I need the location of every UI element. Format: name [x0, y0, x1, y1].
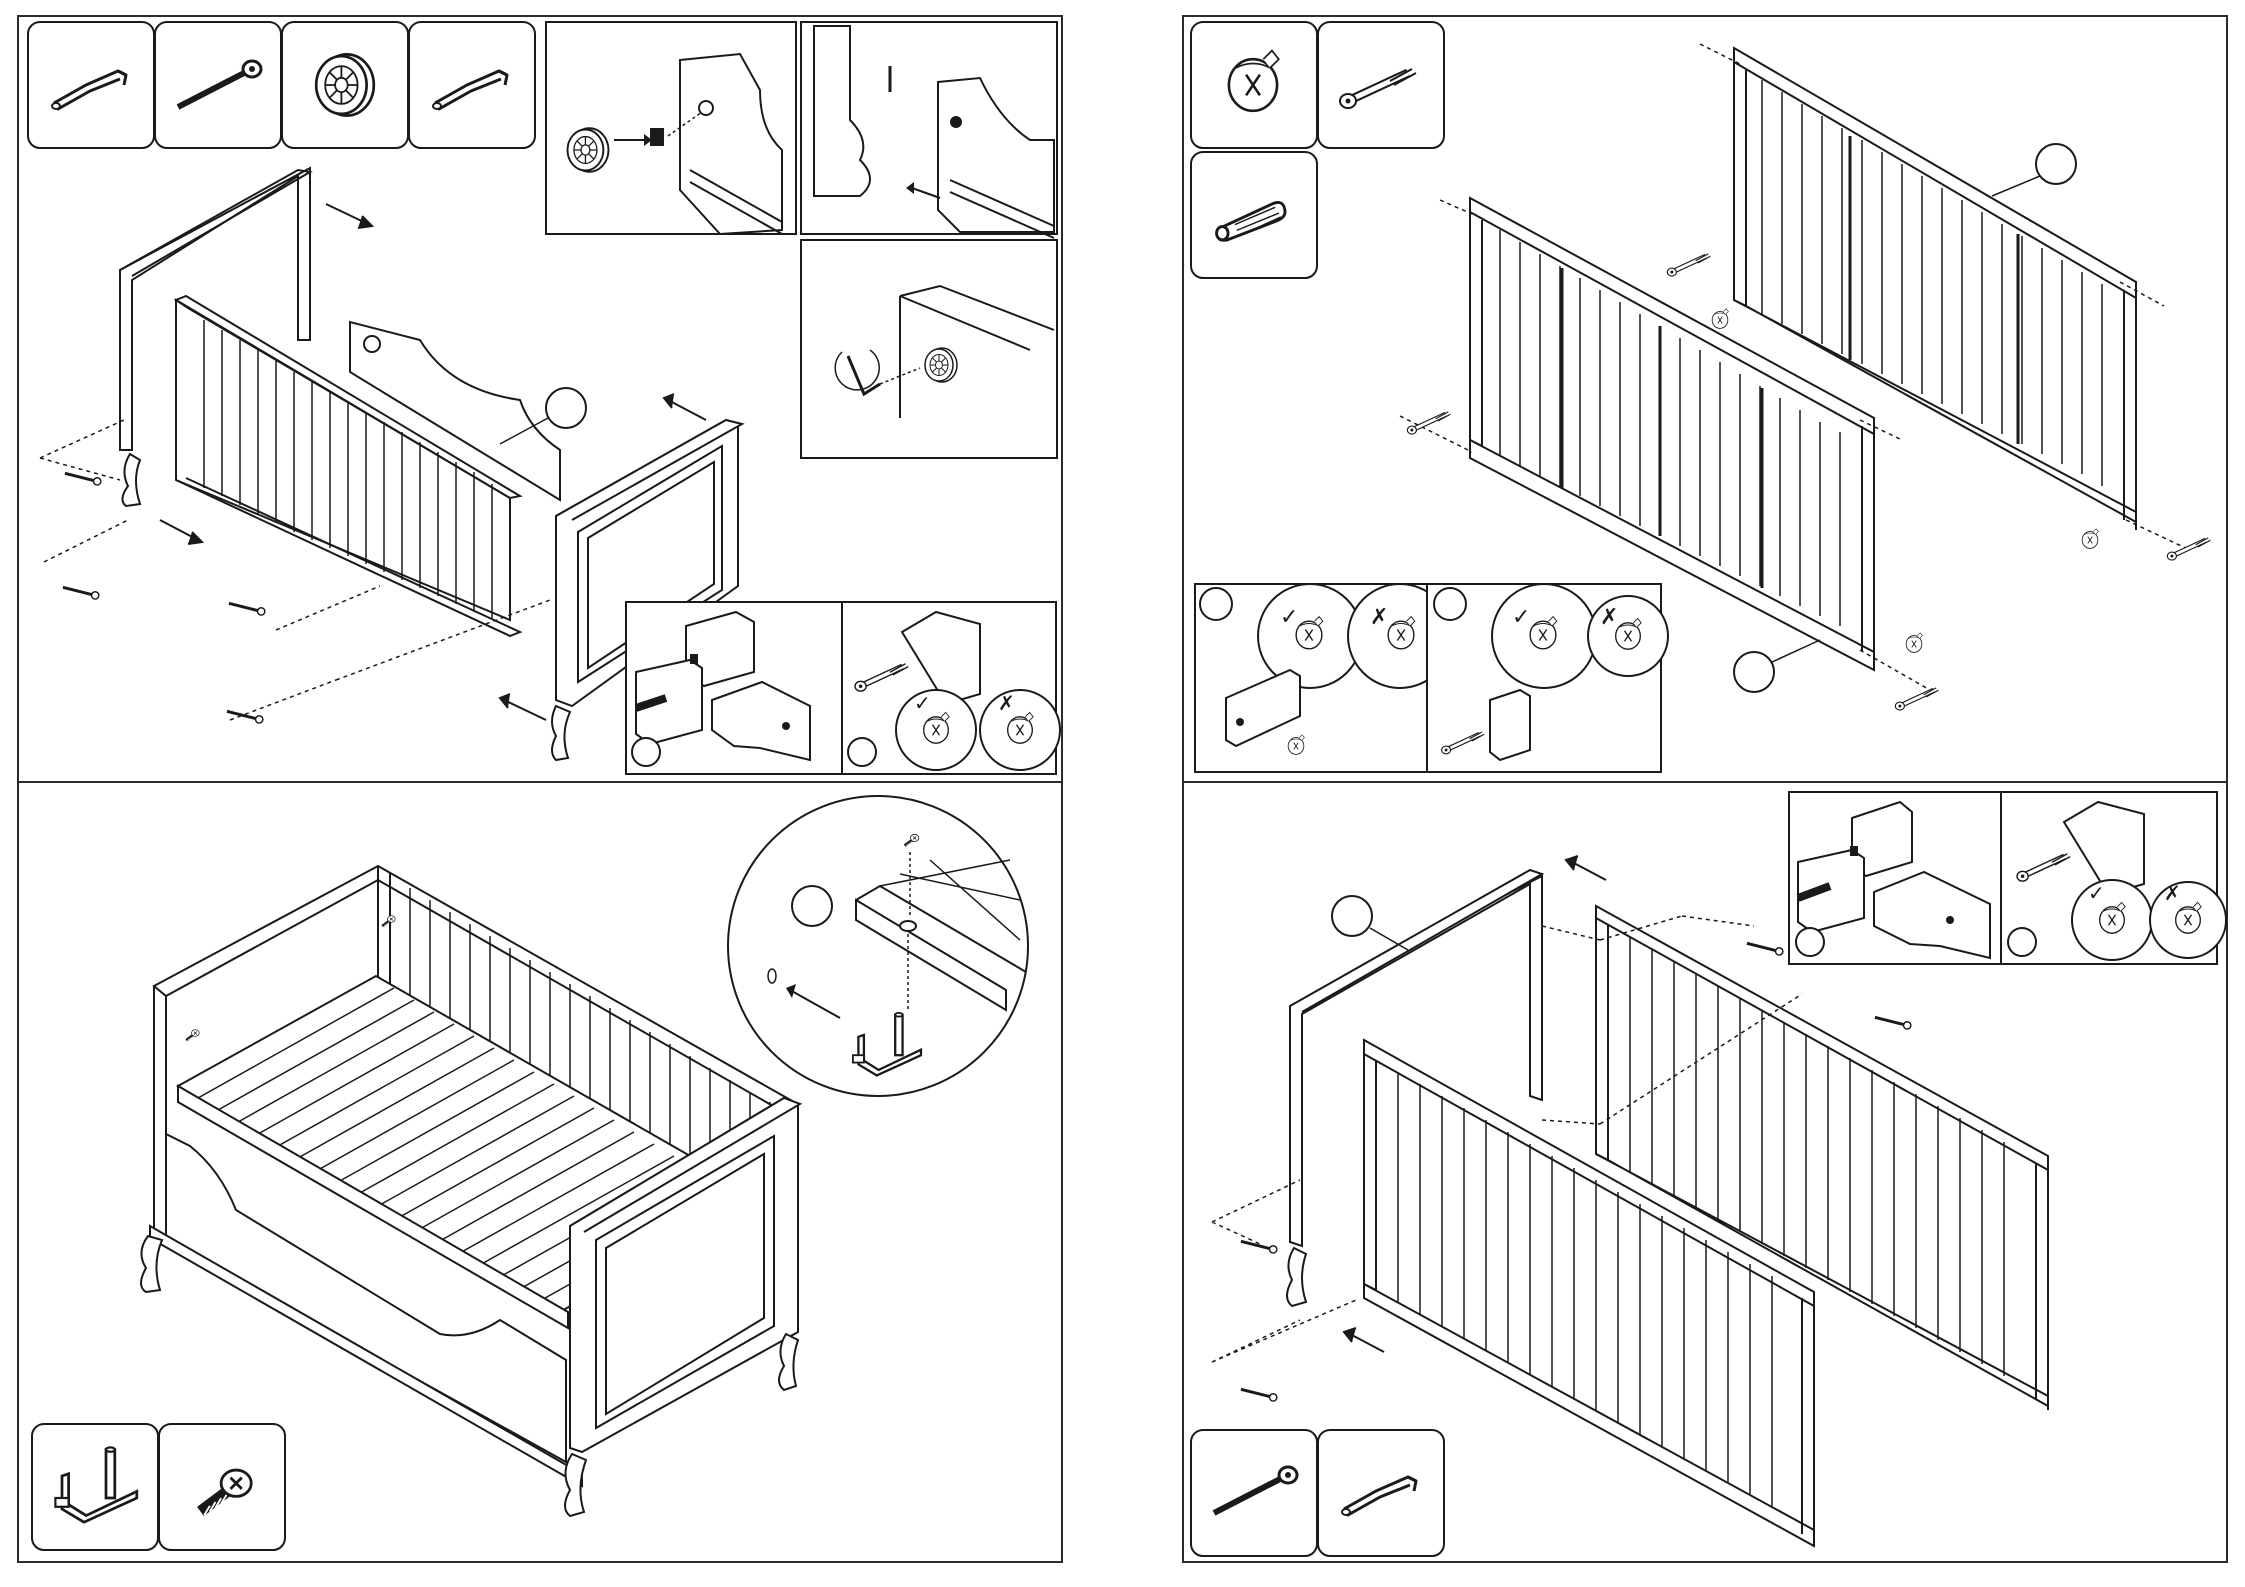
- check-mark-wrong: ✗: [1600, 605, 1618, 630]
- bolt-icon: [65, 473, 101, 485]
- bolt-icon: [63, 587, 99, 599]
- check-mark-wrong: ✗: [998, 691, 1015, 715]
- cam-bolt-icon: [1895, 688, 1938, 710]
- part-box-allen-key: [28, 22, 154, 148]
- callout-side-rail: [546, 388, 586, 428]
- back-rail: [1734, 48, 2136, 530]
- callout-detail-a: [1796, 928, 1824, 956]
- cam-nut-icon: [1906, 633, 1922, 653]
- check-mark-wrong: ✗: [1370, 605, 1388, 630]
- part-box-allen-key-2: [409, 22, 535, 148]
- inset-cam-lock-check-a: ✓ ✗: [1195, 584, 1452, 772]
- bolt-icon: [1241, 1389, 1277, 1401]
- parts-tray: [28, 22, 535, 148]
- inset-dowel-join: [626, 602, 842, 774]
- panel-bottom-right: ✓ ✗: [1183, 782, 2227, 1562]
- cam-nut-icon: [1712, 309, 1728, 329]
- cam-lock-disc-icon: [568, 128, 609, 172]
- callout-detail-b: [2008, 928, 2036, 956]
- bracket-detail-magnifier: [728, 796, 1028, 1096]
- inset-cam-tighten: [801, 240, 1057, 458]
- inset-cam-disc-insert: [546, 22, 796, 234]
- callout-detail-a: [1200, 588, 1232, 620]
- callout-bracket-detail: [792, 886, 832, 926]
- callout-end-panel: [1332, 896, 1372, 936]
- check-mark-correct: ✓: [1280, 605, 1298, 630]
- parts-tray: [1191, 22, 1444, 278]
- bolt-icon: [227, 711, 263, 723]
- cam-lock-disc-icon: [316, 54, 374, 115]
- cam-nut-icon: [2082, 529, 2098, 549]
- part-box-allen-key: [1318, 1430, 1444, 1556]
- bolt-icon: [229, 603, 265, 615]
- callout-detail-b: [1434, 588, 1466, 620]
- panel-bottom-left: [18, 782, 1062, 1562]
- check-mark-wrong: ✗: [2164, 881, 2181, 905]
- check-mark-correct: ✓: [2088, 881, 2105, 905]
- inset-dowel-insert: [801, 22, 1057, 238]
- cam-bolt-icon: [2167, 538, 2210, 560]
- check-mark-correct: ✓: [914, 691, 931, 715]
- cam-bolt-icon: [1667, 254, 1710, 276]
- bolt-icon: [1875, 1017, 1911, 1029]
- panel-top-right: ✓ ✗ ✓ ✗: [1183, 16, 2227, 782]
- inset-cam-bolt-check: ✓ ✗: [2001, 792, 2226, 964]
- callout-detail-a: [632, 738, 660, 766]
- hex-screw-icon: [382, 916, 395, 928]
- check-mark-correct: ✓: [1512, 605, 1530, 630]
- callout-detail-b: [848, 738, 876, 766]
- cam-lock-disc-icon: [925, 348, 957, 382]
- hex-screw-icon: [186, 1030, 199, 1042]
- callout-back-rail: [2036, 144, 2076, 184]
- inset-cam-lock-check-b: ✓ ✗: [1427, 584, 1668, 772]
- part-box-l-bracket: [32, 1424, 158, 1550]
- inset-dowel-join: [1789, 792, 2001, 964]
- panel-top-left: ✓ ✗: [18, 16, 1062, 782]
- bolt-icon: [1747, 943, 1783, 955]
- callout-front-rail: [1734, 652, 1774, 692]
- inset-cam-bolt-check: ✓ ✗: [842, 602, 1060, 774]
- parts-tray: [32, 1424, 285, 1550]
- crib-assembled-view: [141, 866, 800, 1516]
- parts-tray: [1191, 1430, 1444, 1556]
